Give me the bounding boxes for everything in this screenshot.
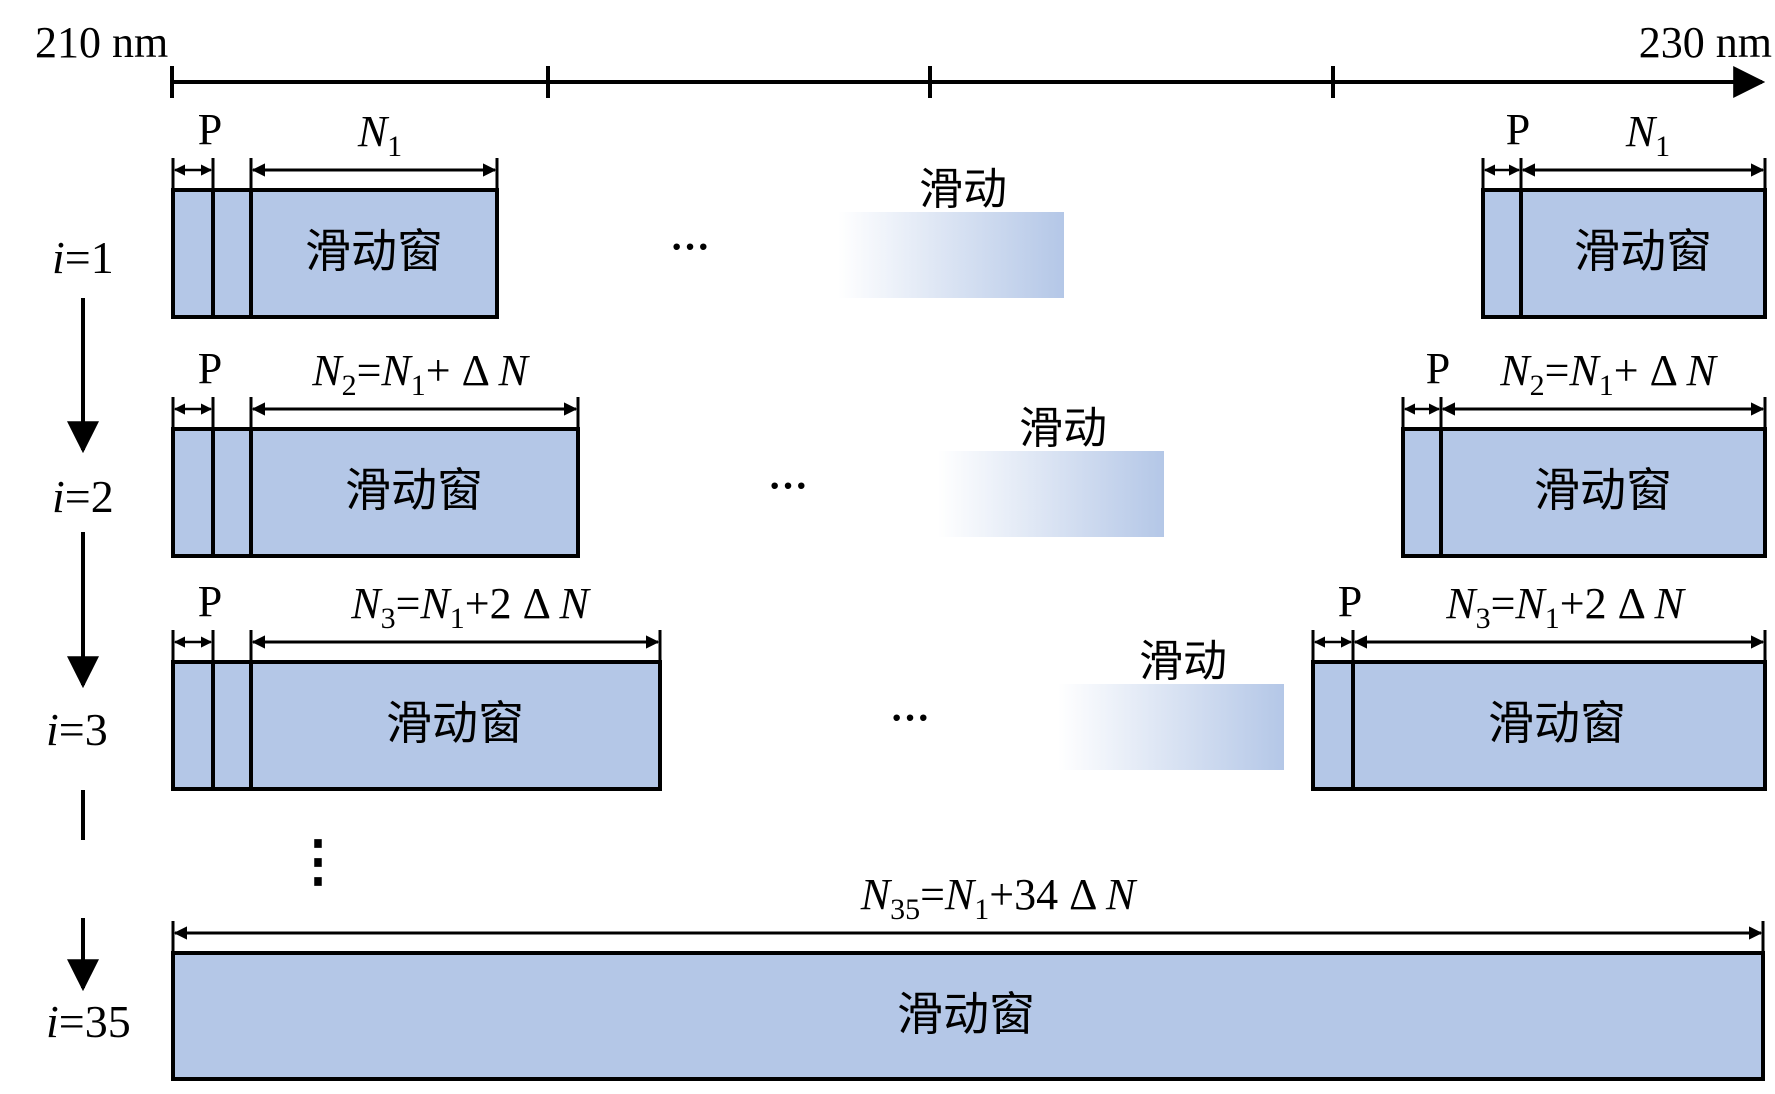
p-label: P xyxy=(198,577,222,626)
n-formula-label: N2=N1+ Δ N xyxy=(1499,346,1718,402)
n-dimension: N3=N1+2 Δ N xyxy=(249,579,662,662)
slide-label: 滑动 xyxy=(919,164,1007,215)
n-formula-label: N3=N1+2 Δ N xyxy=(350,579,591,635)
wavelength-axis: 210 nm 230 nm xyxy=(35,18,1772,98)
p-dimension: P xyxy=(1311,577,1362,662)
p-dimension: P xyxy=(1481,105,1530,190)
n-formula-label: N3=N1+2 Δ N xyxy=(1445,579,1686,635)
n-formula-label: N2=N1+ Δ N xyxy=(311,346,530,402)
row-index-label: i=2 xyxy=(52,471,114,522)
row-i1: i=1 滑动窗 P N1 ··· 滑动 滑动窗 xyxy=(52,105,1767,319)
p-label: P xyxy=(1506,105,1530,154)
window-left: 滑动窗 xyxy=(171,427,580,558)
row-index-label: i=1 xyxy=(52,232,114,283)
axis-start-label: 210 nm xyxy=(35,18,168,67)
window-label: 滑动窗 xyxy=(897,987,1035,1041)
ellipsis: ··· xyxy=(768,463,808,508)
n-dimension: N35=N1+34 Δ N xyxy=(171,870,1765,953)
row-i2: i=2 滑动窗 P N2=N1+ Δ N ··· 滑动 滑动窗 xyxy=(52,344,1767,558)
window-left: 滑动窗 xyxy=(171,660,662,791)
window-right: 滑动窗 xyxy=(1401,427,1767,558)
n-dimension: N1 xyxy=(249,107,499,190)
slide-label: 滑动 xyxy=(1019,403,1107,454)
window-right: 滑动窗 xyxy=(1481,188,1767,319)
vertical-ellipsis: ⋮ xyxy=(290,831,346,893)
slide-label: 滑动 xyxy=(1139,636,1227,687)
ellipsis: ··· xyxy=(670,224,710,269)
p-label: P xyxy=(198,344,222,393)
p-label: P xyxy=(198,105,222,154)
n-dimension: N2=N1+ Δ N xyxy=(249,346,580,429)
n-dimension: N1 xyxy=(1521,107,1767,190)
window-left: 滑动窗 xyxy=(171,188,499,319)
slide-indicator: 滑动 xyxy=(938,403,1164,537)
slide-indicator: 滑动 xyxy=(1058,636,1284,770)
n-formula-label: N35=N1+34 Δ N xyxy=(860,870,1138,926)
row-index-label: i=3 xyxy=(46,704,108,755)
window-label: 滑动窗 xyxy=(1488,696,1626,750)
row-index-label: i=35 xyxy=(46,996,131,1047)
p-label: P xyxy=(1338,577,1362,626)
row-i3: i=3 滑动窗 P N3=N1+2 Δ N ··· 滑动 滑动窗 xyxy=(46,577,1767,791)
p-dimension: P xyxy=(171,105,222,190)
p-dimension: P xyxy=(171,577,222,662)
p-dimension: P xyxy=(171,344,222,429)
axis-end-label: 230 nm xyxy=(1639,18,1772,67)
window-label: 滑动窗 xyxy=(305,224,443,278)
row-i35: i=35 滑动窗 N35=N1+34 Δ N xyxy=(46,870,1765,1081)
window-label: 滑动窗 xyxy=(1574,224,1712,278)
n-dimension: N2=N1+ Δ N xyxy=(1441,346,1767,429)
p-label: P xyxy=(1426,344,1450,393)
window-label: 滑动窗 xyxy=(345,463,483,517)
slide-indicator: 滑动 xyxy=(838,164,1064,298)
window-right: 滑动窗 xyxy=(1311,660,1767,791)
ellipsis: ··· xyxy=(890,695,930,740)
p-dimension: P xyxy=(1401,344,1450,429)
window-full: 滑动窗 xyxy=(171,951,1765,1081)
n-formula-label: N1 xyxy=(357,107,402,163)
n-formula-label: N1 xyxy=(1625,107,1670,163)
window-label: 滑动窗 xyxy=(386,696,524,750)
n-dimension: N3=N1+2 Δ N xyxy=(1353,579,1767,662)
window-label: 滑动窗 xyxy=(1534,463,1672,517)
